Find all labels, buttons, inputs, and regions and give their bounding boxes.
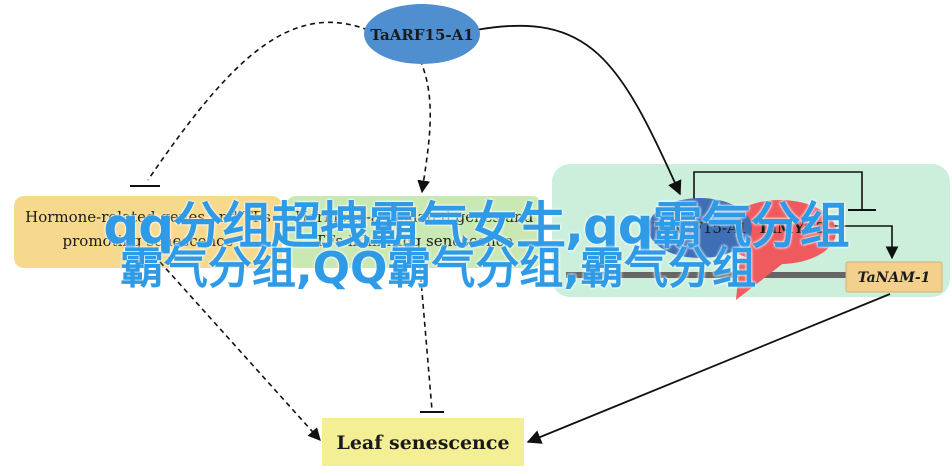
hormone-mid-line1: Hormone-associated genes and <box>295 208 534 226</box>
hormone-promoting-box <box>14 196 282 268</box>
dna-line <box>566 272 848 278</box>
hormone-mid-line2: TFs inhibiting senescence <box>315 232 513 250</box>
watermark-title-line2: 霸气分组,QQ霸气分组,霸气分组 <box>119 243 757 294</box>
arrow-tanam-to-leaf <box>526 293 891 444</box>
taarf-ellipse <box>364 4 480 64</box>
dashed-arrow-middle <box>417 59 432 194</box>
complex-right-label: TaMYC2 <box>758 219 827 237</box>
taarf-label: TaARF15-A1 <box>370 26 473 44</box>
hormone-left-line2: promoting senescence <box>63 232 234 250</box>
myc2-tail <box>736 258 790 300</box>
myc2-shape <box>724 200 836 264</box>
leaf-senescence-box <box>322 418 524 466</box>
tanam-label: TaNAM-1 <box>858 270 931 286</box>
dashed-inhibit-left <box>147 21 369 181</box>
inhibit-feedback-line <box>693 171 863 210</box>
watermark-title-line1: qq分组超拽霸气女生,qq霸气分组 <box>103 197 849 255</box>
leaf-label: Leaf senescence <box>336 432 509 454</box>
hormone-inhibiting-box <box>286 196 542 268</box>
arf-complex-shape <box>648 198 752 258</box>
arrow-to-tanam-line <box>832 225 899 260</box>
dashed-arrow-to-leaf <box>159 261 321 441</box>
tanam-box <box>845 261 943 293</box>
hormone-left-line1: Hormone-related genes and TFs <box>25 208 271 226</box>
dashed-inhibit-to-leaf <box>419 267 433 411</box>
complex-left-label: TaARF15-A1 <box>653 219 748 237</box>
arrow-to-complex <box>475 24 682 196</box>
